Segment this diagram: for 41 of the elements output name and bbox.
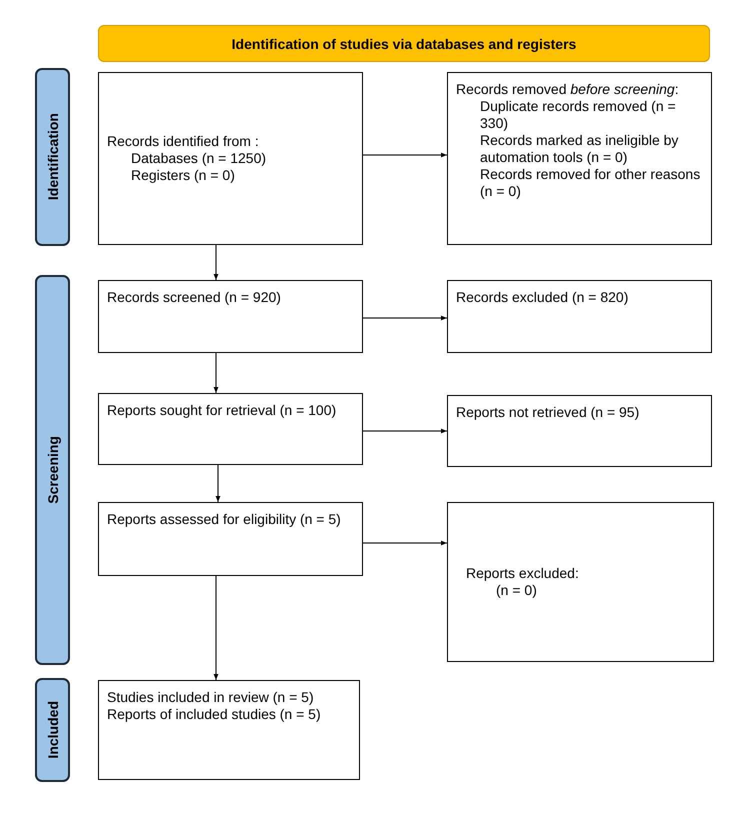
process-box bbox=[98, 393, 363, 465]
box-text: Reports assessed for eligibility (n = 5) bbox=[107, 511, 342, 528]
process-box bbox=[98, 72, 363, 245]
box-text: Records screened (n = 920) bbox=[107, 289, 282, 306]
process-box bbox=[98, 502, 363, 576]
header-title: Identification of studies via databases and registers bbox=[232, 36, 576, 52]
arrow bbox=[216, 464, 220, 502]
box-text: Records removed for other reasons (n = 0) bbox=[479, 166, 702, 200]
box-text: Records identified from : bbox=[107, 133, 260, 150]
box-text: Reports sought for retrieval (n = 100) bbox=[107, 402, 338, 419]
arrow bbox=[214, 244, 218, 280]
arrow bbox=[362, 540, 448, 546]
arrow bbox=[214, 576, 218, 680]
arrow bbox=[362, 316, 448, 320]
box-text: Reports excluded: bbox=[465, 565, 580, 582]
box-text: Records excluded (n = 820) bbox=[456, 289, 630, 306]
box-text: Registers (n = 0) bbox=[130, 167, 236, 184]
box-text: Records removed before screening: bbox=[456, 81, 680, 98]
box-text: (n = 0) bbox=[495, 582, 538, 599]
phase-band bbox=[35, 275, 70, 665]
arrow bbox=[362, 152, 448, 158]
phase-label: Identification bbox=[44, 113, 60, 201]
arrow bbox=[362, 428, 448, 434]
phase-header bbox=[98, 25, 710, 62]
phase-label: Screening bbox=[44, 436, 60, 504]
arrow bbox=[214, 352, 218, 394]
box-text: Reports of included studies (n = 5) bbox=[107, 706, 322, 723]
process-box bbox=[447, 395, 712, 467]
phase-label: Included bbox=[44, 701, 60, 759]
phase-band bbox=[35, 68, 70, 246]
box-text: Databases (n = 1250) bbox=[130, 150, 268, 167]
process-box bbox=[98, 680, 360, 780]
process-box bbox=[447, 502, 714, 662]
box-text: Reports not retrieved (n = 95) bbox=[456, 404, 640, 421]
process-box bbox=[447, 280, 712, 353]
box-text: Records marked as ineligible by automation tools (n = 0) bbox=[479, 132, 680, 166]
process-box bbox=[98, 280, 363, 353]
phase-band bbox=[35, 678, 70, 782]
process-box bbox=[447, 72, 712, 245]
box-text: Duplicate records removed (n = 330) bbox=[479, 98, 677, 132]
box-text: Studies included in review (n = 5) bbox=[107, 689, 315, 706]
